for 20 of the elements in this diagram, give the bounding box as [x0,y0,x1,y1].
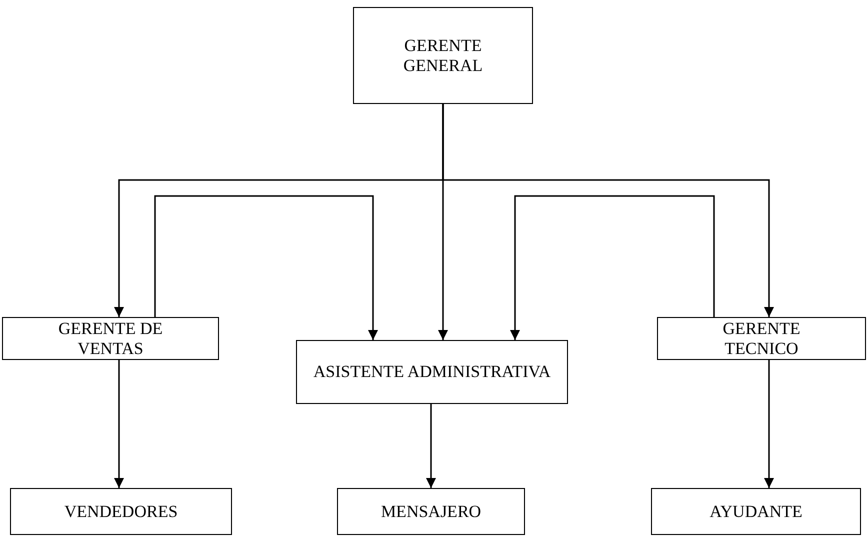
org-box [337,488,525,535]
role-label: ASISTENTE ADMINISTRATIVA [313,362,551,382]
org-box [657,317,866,360]
role-label: GERENTE TECNICO [722,318,802,358]
org-box [2,317,219,360]
arrow [114,360,124,488]
role-label: GERENTE DE VENTAS [57,318,164,358]
arrow [426,404,436,488]
org-box [10,488,232,535]
role-label: MENSAJERO [380,502,482,522]
org-box [651,488,861,535]
role-label: VENDEDORES [64,502,178,522]
arrow [510,195,715,340]
arrow [442,104,774,317]
org-box [296,340,568,404]
role-label: GERENTE GENERAL [402,36,484,76]
role-label: AYUDANTE [710,502,802,522]
arrow [764,360,774,488]
arrow [154,195,378,340]
org-box [353,7,533,104]
